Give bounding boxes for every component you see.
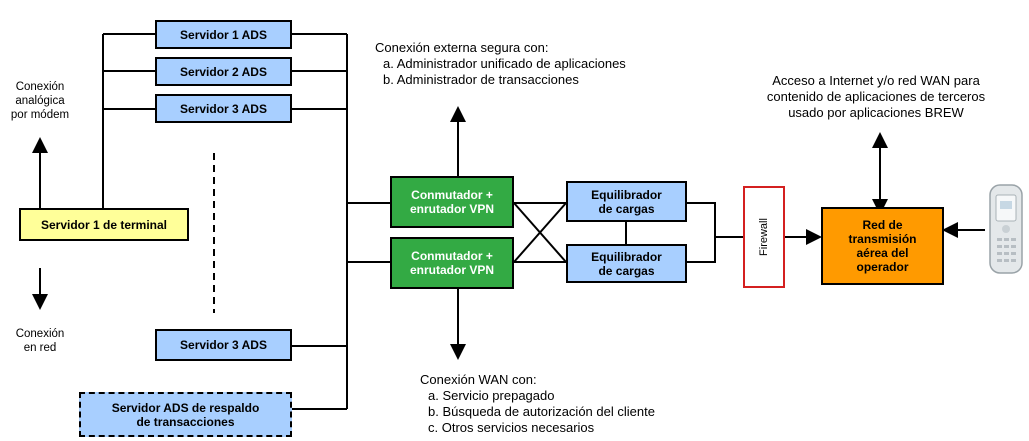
internet-access-text: Acceso a Internet y/o red WAN para conte… xyxy=(766,73,986,120)
ads-backup-server: Servidor ADS de respaldo de transaccione… xyxy=(79,392,292,437)
vpn-switch-2: Conmutador + enrutador VPN xyxy=(390,237,514,289)
terminal-server: Servidor 1 de terminal xyxy=(19,208,189,241)
firewall: Firewall xyxy=(743,186,785,288)
wire-lb1-out xyxy=(687,202,716,237)
wire-lb2-out xyxy=(687,237,716,263)
wire-cross-2 xyxy=(513,202,567,263)
mobile-phone-icon xyxy=(988,183,1024,275)
analog-connection-label: Conexión analógica por módem xyxy=(10,81,70,121)
ads-server-3b: Servidor 3 ADS xyxy=(155,329,292,361)
load-balancer-1: Equilibrador de cargas xyxy=(566,181,687,222)
wan-connection-text: Conexión WAN con: a. Servicio prepagado … xyxy=(420,372,655,435)
ads-server-3a: Servidor 3 ADS xyxy=(155,94,292,123)
vpn-switch-1: Conmutador + enrutador VPN xyxy=(390,176,514,228)
ads-server-2: Servidor 2 ADS xyxy=(155,57,292,86)
ads-server-1: Servidor 1 ADS xyxy=(155,20,292,49)
network-connection-label: Conexión en red xyxy=(15,328,65,354)
load-balancer-2: Equilibrador de cargas xyxy=(566,244,687,283)
external-connection-text: Conexión externa segura con: a. Administ… xyxy=(375,40,626,87)
carrier-network: Red de transmisión aérea del operador xyxy=(821,207,944,285)
